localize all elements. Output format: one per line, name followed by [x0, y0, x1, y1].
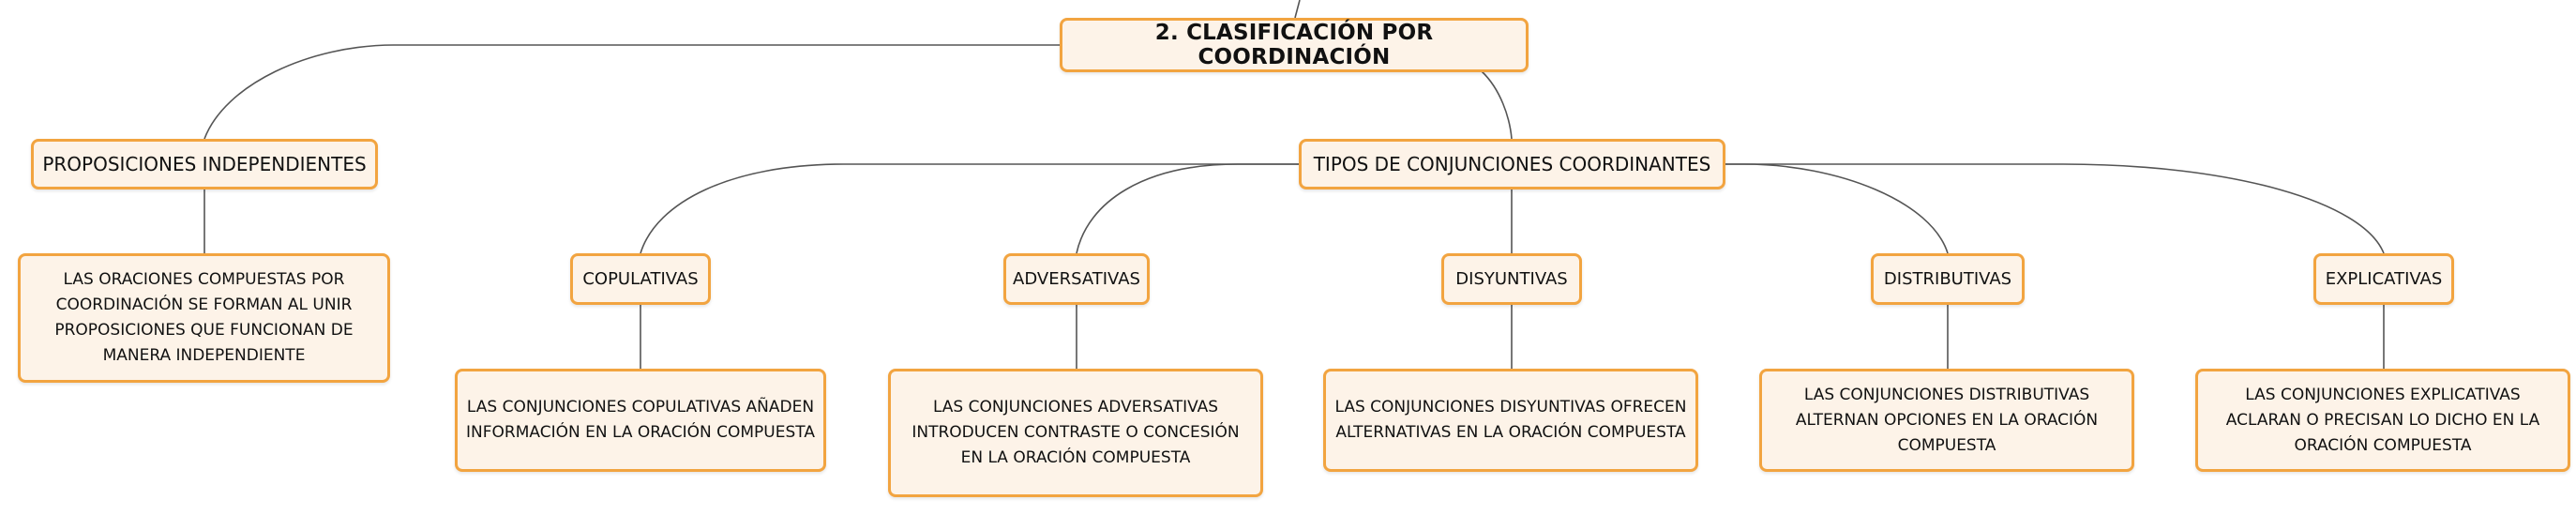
- detail-text: LAS CONJUNCIONES DISYUNTIVAS OFRECEN ALT…: [1334, 398, 1687, 442]
- detail-text: LAS CONJUNCIONES COPULATIVAS AÑADEN INFO…: [466, 398, 815, 442]
- connector-parent-stub: [1294, 0, 1301, 19]
- detail-text: LAS ORACIONES COMPUESTAS POR COORDINACIÓ…: [54, 270, 354, 365]
- detail-distributivas[interactable]: LAS CONJUNCIONES DISTRIBUTIVAS ALTERNAN …: [1759, 369, 2134, 472]
- detail-adversativas[interactable]: LAS CONJUNCIONES ADVERSATIVAS INTRODUCEN…: [888, 369, 1263, 497]
- connector-tipos-to-adversativas: [1076, 163, 1299, 254]
- detail-disyuntivas[interactable]: LAS CONJUNCIONES DISYUNTIVAS OFRECEN ALT…: [1323, 369, 1698, 472]
- type-node-explicativas[interactable]: EXPLICATIVAS: [2313, 253, 2454, 305]
- branch-proposiciones-independientes[interactable]: PROPOSICIONES INDEPENDIENTES: [31, 139, 378, 189]
- branch-label: PROPOSICIONES INDEPENDIENTES: [42, 153, 367, 175]
- branch-tipos-conjunciones[interactable]: TIPOS DE CONJUNCIONES COORDINANTES: [1299, 139, 1725, 189]
- type-label: EXPLICATIVAS: [2325, 269, 2443, 289]
- root-label: 2. CLASIFICACIÓN POR COORDINACIÓN: [1154, 21, 1434, 69]
- connector-root-to-independientes: [203, 44, 1060, 140]
- connector-tipos-to-distributivas: [1725, 163, 1949, 254]
- root-node[interactable]: 2. CLASIFICACIÓN POR COORDINACIÓN: [1060, 18, 1529, 72]
- detail-text: LAS CONJUNCIONES ADVERSATIVAS INTRODUCEN…: [911, 398, 1240, 467]
- connector-root-to-tipos: [1481, 70, 1513, 140]
- branch-label: TIPOS DE CONJUNCIONES COORDINANTES: [1313, 153, 1711, 175]
- connector-tipos-to-explicativas: [1725, 163, 2385, 254]
- type-label: COPULATIVAS: [582, 269, 699, 289]
- type-node-adversativas[interactable]: ADVERSATIVAS: [1003, 253, 1150, 305]
- detail-text: LAS CONJUNCIONES DISTRIBUTIVAS ALTERNAN …: [1795, 385, 2099, 455]
- connector-tipos-to-copulativas: [640, 163, 1299, 254]
- type-node-copulativas[interactable]: COPULATIVAS: [570, 253, 711, 305]
- type-label: DISTRIBUTIVAS: [1883, 269, 2012, 289]
- type-node-disyuntivas[interactable]: DISYUNTIVAS: [1441, 253, 1582, 305]
- detail-text: LAS CONJUNCIONES EXPLICATIVAS ACLARAN O …: [2225, 385, 2540, 455]
- type-node-distributivas[interactable]: DISTRIBUTIVAS: [1871, 253, 2025, 305]
- type-label: DISYUNTIVAS: [1455, 269, 1568, 289]
- detail-copulativas[interactable]: LAS CONJUNCIONES COPULATIVAS AÑADEN INFO…: [455, 369, 826, 472]
- type-label: ADVERSATIVAS: [1013, 269, 1140, 289]
- detail-proposiciones-independientes[interactable]: LAS ORACIONES COMPUESTAS POR COORDINACIÓ…: [18, 253, 390, 383]
- detail-explicativas[interactable]: LAS CONJUNCIONES EXPLICATIVAS ACLARAN O …: [2195, 369, 2570, 472]
